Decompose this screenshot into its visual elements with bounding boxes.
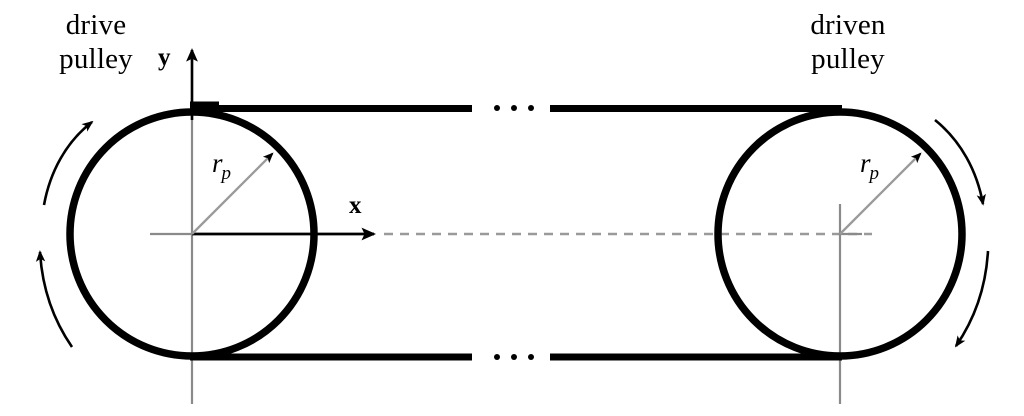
- ellipsis-dot: [494, 105, 500, 111]
- drive-pulley-caption-line2: pulley: [59, 43, 133, 76]
- ellipsis-dot: [511, 354, 517, 360]
- y-axis-label: y: [158, 44, 171, 71]
- driven-pulley-circle: [714, 108, 966, 360]
- drive-pulley-radius-arrow: [191, 152, 274, 235]
- driven-pulley-rotation-arrow-upper: [934, 118, 986, 206]
- drive-pulley-radius-symbol: r: [212, 148, 223, 178]
- belt-bottom-ellipsis: [494, 354, 534, 360]
- driven-pulley-centerlines: [838, 204, 862, 404]
- drive-pulley-caption: drive pulley: [22, 8, 170, 76]
- driven-pulley-caption: driven pulley: [768, 8, 928, 76]
- ellipsis-dot: [528, 354, 534, 360]
- ellipsis-dot: [494, 354, 500, 360]
- drive-pulley-caption-line1: drive: [65, 9, 127, 41]
- drive-pulley-radius-subscript: p: [221, 162, 232, 184]
- driven-pulley-rotation-arrow-lower: [954, 250, 990, 348]
- driven-pulley-radius-label: rp: [860, 148, 879, 185]
- driven-pulley-radius-arrow: [839, 152, 922, 235]
- driven-pulley-caption-line1: driven: [810, 9, 886, 41]
- ellipsis-dot: [528, 105, 534, 111]
- drive-pulley-rotation-arrow-upper: [42, 120, 94, 206]
- driven-pulley-rotation-indicator: [934, 118, 990, 348]
- ellipsis-dot: [511, 105, 517, 111]
- drive-pulley-rotation-indicator: [35, 120, 94, 348]
- drive-pulley-rotation-arrow-lower: [35, 250, 74, 348]
- belt-top-ellipsis: [494, 105, 534, 111]
- drive-pulley-radius-label: rp: [212, 148, 231, 185]
- driven-pulley-radius-symbol: r: [860, 148, 871, 178]
- driven-pulley-radius-subscript: p: [869, 162, 880, 184]
- driven-pulley-caption-line2: pulley: [811, 43, 885, 76]
- drive-pulley-origin-marker: [190, 101, 219, 114]
- x-axis-label: x: [349, 192, 362, 219]
